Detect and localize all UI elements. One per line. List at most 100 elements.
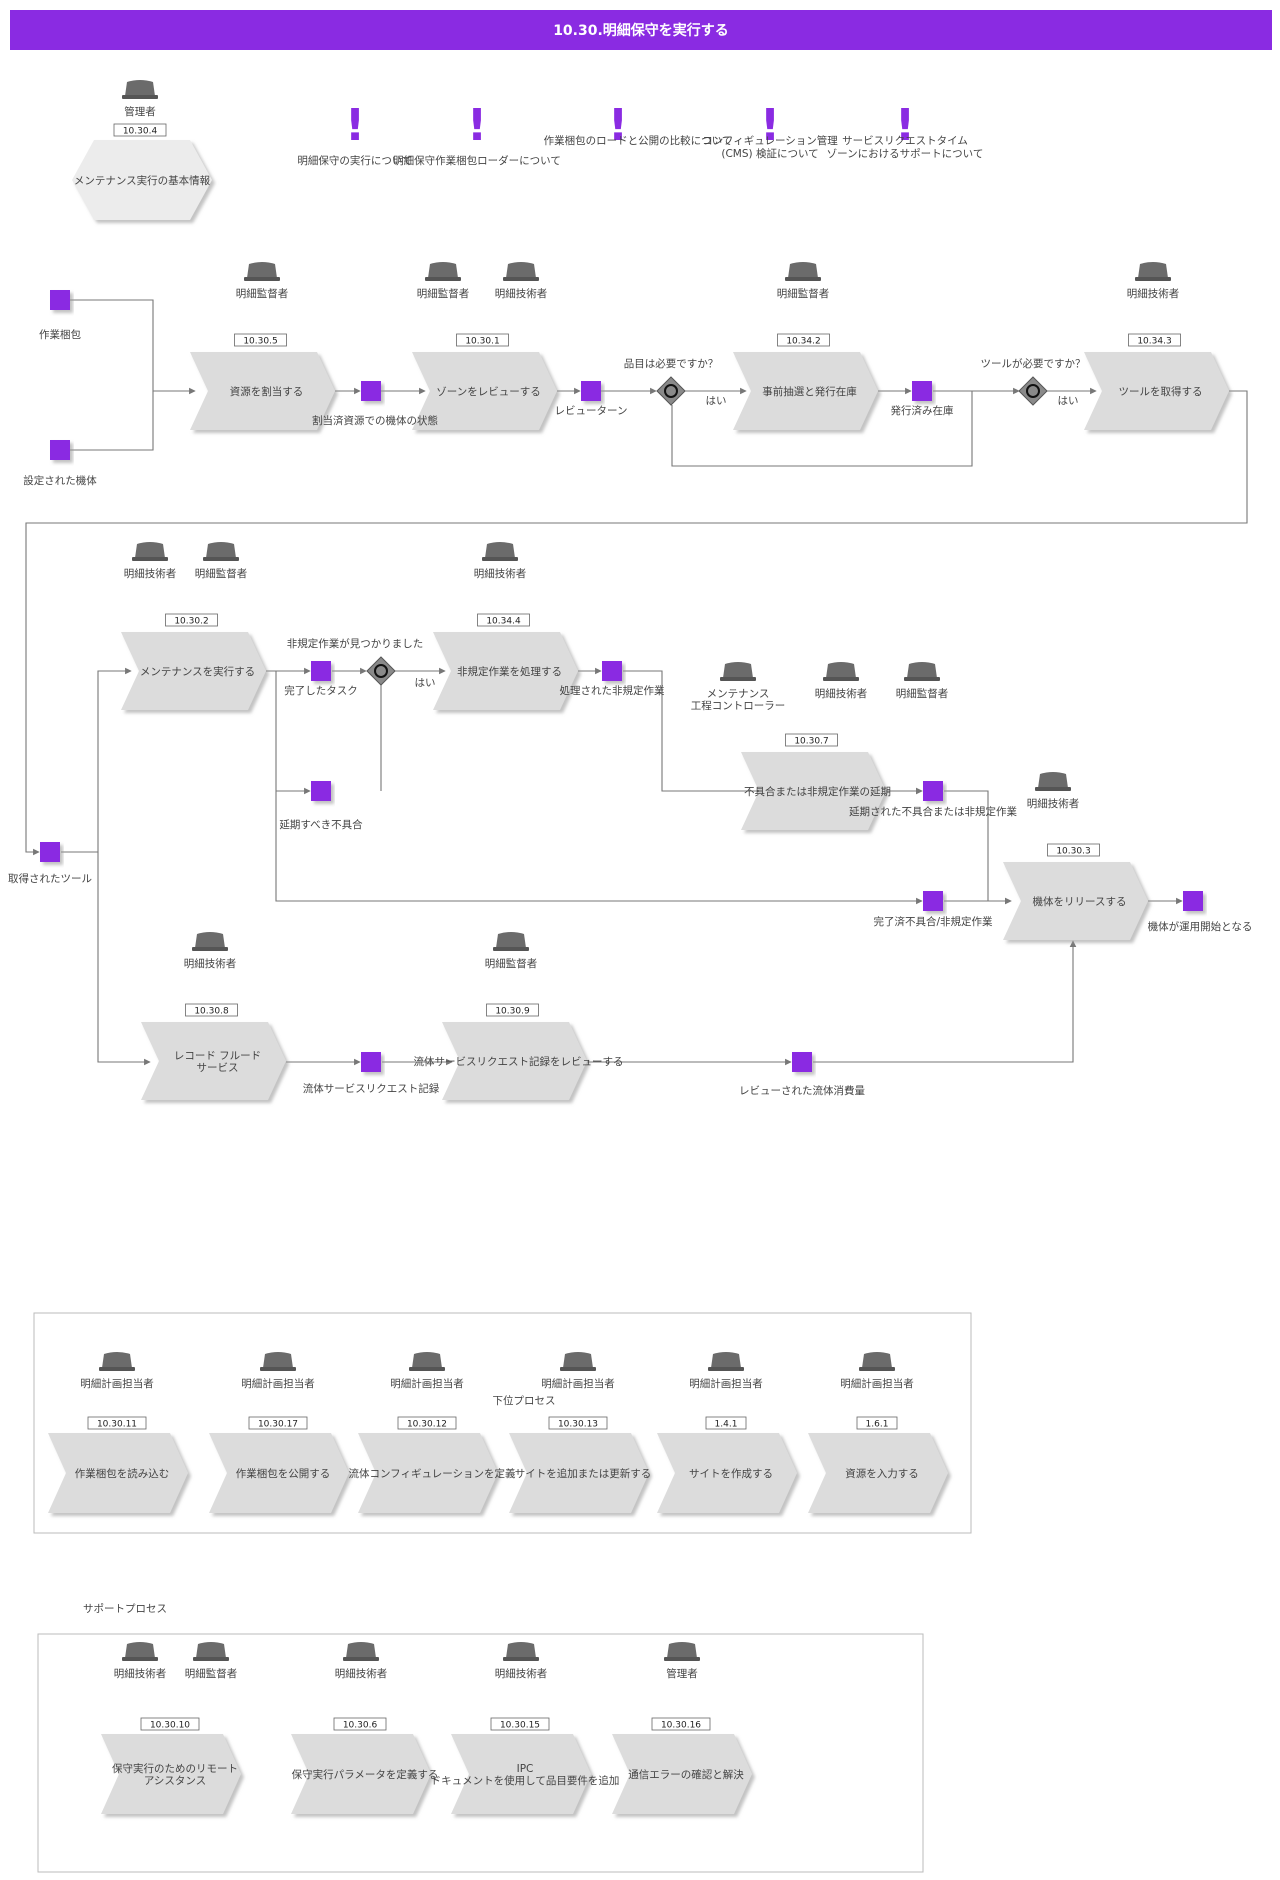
data-object: 完了済不具合/非規定作業	[873, 891, 993, 928]
role-base	[1135, 277, 1171, 281]
chevron-shape	[433, 632, 578, 710]
role-base	[708, 1367, 744, 1371]
role-label: 明細監督者	[485, 957, 538, 970]
person-icon	[102, 1352, 132, 1368]
gateway-question: 非規定作業が見つかりました	[287, 637, 424, 650]
process-id-badge	[1047, 843, 1100, 857]
process-label: サイトを作成する	[689, 1468, 773, 1480]
role-icon: 明細計画担当者	[241, 1352, 315, 1390]
process-label: 流体コンフィギュレーションを定義	[348, 1467, 516, 1480]
chevron-shape	[48, 1433, 188, 1513]
data-object-square	[923, 891, 943, 911]
process-label: 事前抽選と発行在庫	[762, 385, 857, 398]
chevron-shape	[612, 1734, 752, 1814]
process-id-badge	[333, 1717, 387, 1731]
process-label: 不具合または非規定作業の延期	[744, 785, 891, 798]
chevron-shape	[733, 352, 878, 430]
person-icon	[135, 542, 165, 558]
role-label: 明細技術者	[184, 957, 237, 970]
info-label: メンテナンス実行の基本情報	[74, 174, 211, 187]
role-icon: 明細技術者	[495, 1642, 547, 1680]
role-base	[560, 1367, 596, 1371]
data-object-square	[311, 781, 331, 801]
role-base	[785, 277, 821, 281]
process-chevron: 機体をリリースする	[1003, 862, 1148, 940]
process-chevron: 資源を入力する	[808, 1433, 948, 1513]
person-icon	[125, 80, 155, 96]
connector-arrow	[275, 671, 923, 905]
role-label: 明細技術者	[495, 287, 548, 300]
data-object-square	[912, 381, 932, 401]
person-icon	[196, 1642, 226, 1658]
person-icon	[206, 542, 236, 558]
data-object-label: 機体が運用開始となる	[1148, 920, 1253, 933]
role-base	[664, 1657, 700, 1661]
role-base	[193, 1657, 229, 1661]
process-chevron: ゾーンをレビューする	[412, 352, 557, 430]
role-label: 明細計画担当者	[241, 1377, 315, 1390]
role-base	[192, 947, 228, 951]
role-label: 明細監督者	[236, 287, 289, 300]
process-id-badge	[490, 1717, 550, 1731]
process-id: 1.4.1	[715, 1420, 738, 1430]
data-object-label: 延期された不具合または非規定作業	[849, 805, 1017, 818]
process-label: 作業梱包を読み込む	[75, 1467, 170, 1480]
note-link: !作業梱包のロードと公開の比較について	[544, 100, 733, 151]
chevron-shape	[509, 1433, 649, 1513]
data-object: レビューされた流体消費量	[739, 1052, 865, 1097]
process-id-badge	[705, 1416, 747, 1430]
role-icon: 明細計画担当者	[541, 1352, 615, 1390]
person-icon	[263, 1352, 293, 1368]
role-icon: 明細監督者	[777, 262, 829, 300]
role-base	[203, 557, 239, 561]
process-chevron: 作業梱包を公開する	[209, 1433, 349, 1513]
process-id-badge	[456, 333, 509, 347]
role-icon: 明細計画担当者	[80, 1352, 154, 1390]
exclamation-icon: !	[760, 100, 780, 151]
person-icon	[826, 662, 856, 678]
role-base	[493, 947, 529, 951]
role-base	[132, 557, 168, 561]
person-icon	[667, 1642, 697, 1658]
process-groups: 下位プロセス明細計画担当者10.30.11作業梱包を読み込む明細計画担当者10.…	[33, 1312, 972, 1873]
diagram-nodes: 管理者10.30.4メンテナンス実行の基本情報!明細保守の実行について!明細保守…	[8, 80, 1252, 1100]
data-object: レビューターン	[555, 381, 627, 417]
data-object: 割当済資源での機体の状態	[312, 381, 438, 427]
process-id-badge	[185, 1003, 238, 1017]
process-label: ゾーンをレビューする	[436, 386, 540, 398]
data-object-square	[311, 661, 331, 681]
process-label: ツールを取得する	[1119, 386, 1203, 398]
role-icon: 明細技術者	[124, 542, 176, 580]
chevron-shape	[1084, 352, 1229, 430]
data-object: 取得されたツール	[8, 842, 92, 885]
data-object-square	[792, 1052, 812, 1072]
exclamation-icon: !	[608, 100, 628, 151]
process-chevron: 通信エラーの確認と解決	[612, 1734, 752, 1814]
process-label: 資源を入力する	[845, 1467, 919, 1480]
process-label: 通信エラーの確認と解決	[628, 1768, 744, 1781]
role-label: 明細技術者	[474, 567, 527, 580]
role-base	[260, 1367, 296, 1371]
role-base	[859, 1367, 895, 1371]
gateway-yes: はい	[415, 677, 436, 689]
process-id: 10.30.3	[1056, 847, 1090, 857]
decision-gateway	[366, 656, 396, 686]
data-object-label: 流体サービスリクエスト記録	[303, 1082, 440, 1095]
role-base	[503, 277, 539, 281]
note-label: (CMS) 検証について	[721, 147, 818, 160]
person-icon	[485, 542, 515, 558]
role-base	[1035, 787, 1071, 791]
role-icon: 明細技術者	[1127, 262, 1179, 300]
process-chevron: 非規定作業を処理する	[433, 632, 578, 710]
role-label: 明細監督者	[417, 287, 470, 300]
person-icon	[1138, 262, 1168, 278]
process-chevron: ツールを取得する	[1084, 352, 1229, 430]
role-icon: 明細技術者	[815, 662, 867, 700]
gateway-yes: はい	[706, 395, 727, 407]
gateway-circle	[664, 384, 678, 398]
note-link: !明細保守作業梱包ローダーについて	[393, 100, 561, 167]
note-label: 明細保守の実行について	[297, 154, 412, 167]
exclamation-icon: !	[895, 100, 915, 151]
